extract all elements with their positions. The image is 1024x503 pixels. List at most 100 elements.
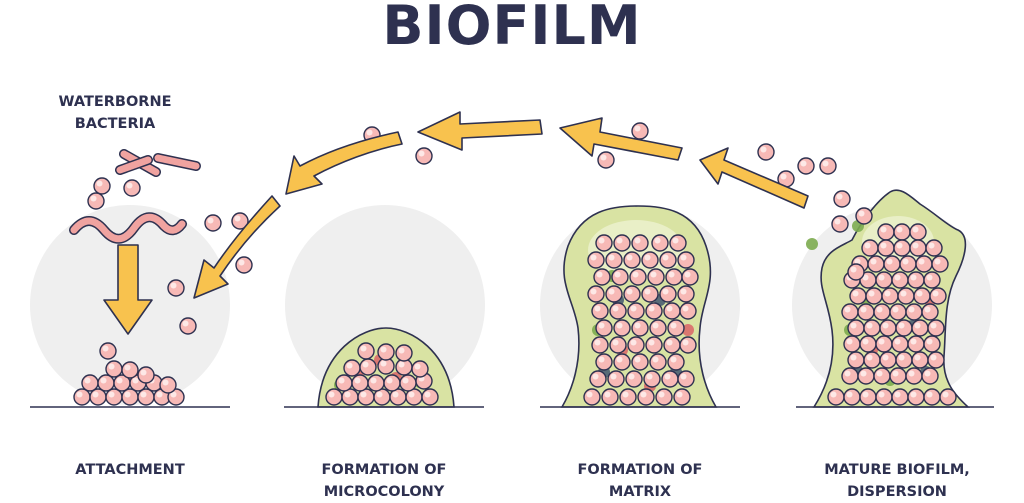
- mature-cell: [867, 255, 885, 273]
- cell-highlight: [664, 373, 671, 380]
- cell-body: [625, 370, 643, 388]
- matrix-cell: [659, 251, 677, 269]
- cell-highlight: [670, 322, 677, 329]
- cell-body: [855, 207, 873, 225]
- cell-highlight: [102, 345, 109, 352]
- cell-highlight: [380, 360, 387, 367]
- cell-body: [909, 239, 927, 257]
- rod-bacterium: [116, 156, 152, 174]
- matrix-cell: [669, 234, 687, 252]
- cell-body: [879, 319, 897, 337]
- cell-highlight: [866, 354, 873, 361]
- cell-body: [907, 335, 925, 353]
- cell-body: [905, 303, 923, 321]
- floating-cell: [235, 256, 253, 274]
- cell-highlight: [84, 377, 91, 384]
- cell-body: [883, 255, 901, 273]
- mature-cell: [907, 271, 925, 289]
- cell-highlight: [140, 391, 147, 398]
- cell-body: [665, 268, 683, 286]
- dispersing-cell: [757, 143, 775, 161]
- cell-highlight: [894, 274, 901, 281]
- matrix-cell: [663, 302, 681, 320]
- cell-body: [905, 367, 923, 385]
- matrix-particle: [806, 238, 818, 250]
- cell-body: [889, 367, 907, 385]
- cell-body: [667, 319, 685, 337]
- cell-body: [681, 268, 699, 286]
- cell-highlight: [912, 242, 919, 249]
- mature-cell: [841, 303, 859, 321]
- cell-body: [895, 351, 913, 369]
- cell-highlight: [894, 338, 901, 345]
- cell-highlight: [366, 129, 373, 136]
- attached-cell: [105, 388, 123, 406]
- cell-highlight: [90, 195, 97, 202]
- cell-highlight: [650, 271, 657, 278]
- stage-label-attachment: ATTACHMENT: [30, 459, 230, 481]
- cell-body: [663, 336, 681, 354]
- attached-cell: [121, 388, 139, 406]
- mature-cell: [877, 223, 895, 241]
- matrix-cell: [613, 234, 631, 252]
- cell-body: [895, 319, 913, 337]
- cell-highlight: [908, 306, 915, 313]
- cell-highlight: [928, 242, 935, 249]
- cell-highlight: [864, 242, 871, 249]
- cell-body: [843, 335, 861, 353]
- mature-cell: [909, 223, 927, 241]
- microcolony-cell: [383, 374, 401, 392]
- microcolony-cell: [367, 374, 385, 392]
- cell-body: [831, 215, 849, 233]
- cell-body: [613, 234, 631, 252]
- cell-highlight: [912, 226, 919, 233]
- mature-cell: [843, 388, 861, 406]
- cell-body: [377, 343, 395, 361]
- mature-cell: [909, 239, 927, 257]
- cell-body: [611, 268, 629, 286]
- mature-cell: [915, 255, 933, 273]
- cell-body: [87, 192, 105, 210]
- mature-cell: [923, 388, 941, 406]
- cell-body: [867, 255, 885, 273]
- mature-cell: [863, 351, 881, 369]
- mature-cell: [843, 335, 861, 353]
- attached-cell: [159, 376, 177, 394]
- cell-body: [609, 336, 627, 354]
- cell-body: [179, 317, 197, 335]
- cell-body: [631, 122, 649, 140]
- mature-cell: [911, 351, 929, 369]
- cell-body: [873, 303, 891, 321]
- matrix-cell: [595, 234, 613, 252]
- mature-cell: [859, 335, 877, 353]
- cell-body: [677, 370, 695, 388]
- cell-body: [757, 143, 775, 161]
- cell-highlight: [924, 306, 931, 313]
- cell-body: [123, 179, 141, 197]
- cell-body: [595, 353, 613, 371]
- stage-label-line1: ATTACHMENT: [75, 462, 185, 478]
- cell-body: [89, 388, 107, 406]
- cell-highlight: [914, 322, 921, 329]
- floating-cell: [93, 177, 111, 195]
- mature-cell: [865, 287, 883, 305]
- cell-highlight: [398, 361, 405, 368]
- cell-body: [859, 388, 877, 406]
- matrix-cell: [649, 319, 667, 337]
- cell-body: [927, 319, 945, 337]
- cell-body: [643, 370, 661, 388]
- mature-cell: [857, 367, 875, 385]
- cell-body: [73, 388, 91, 406]
- floating-cell: [123, 179, 141, 197]
- cell-highlight: [590, 288, 597, 295]
- matrix-cell: [595, 319, 613, 337]
- matrix-cell: [679, 336, 697, 354]
- cell-highlight: [878, 274, 885, 281]
- mature-cell: [895, 319, 913, 337]
- cell-highlight: [598, 322, 605, 329]
- arrows: [103, 111, 809, 335]
- mature-cell: [875, 335, 893, 353]
- cell-highlight: [934, 258, 941, 265]
- mature-cell: [891, 271, 909, 289]
- cell-highlight: [652, 322, 659, 329]
